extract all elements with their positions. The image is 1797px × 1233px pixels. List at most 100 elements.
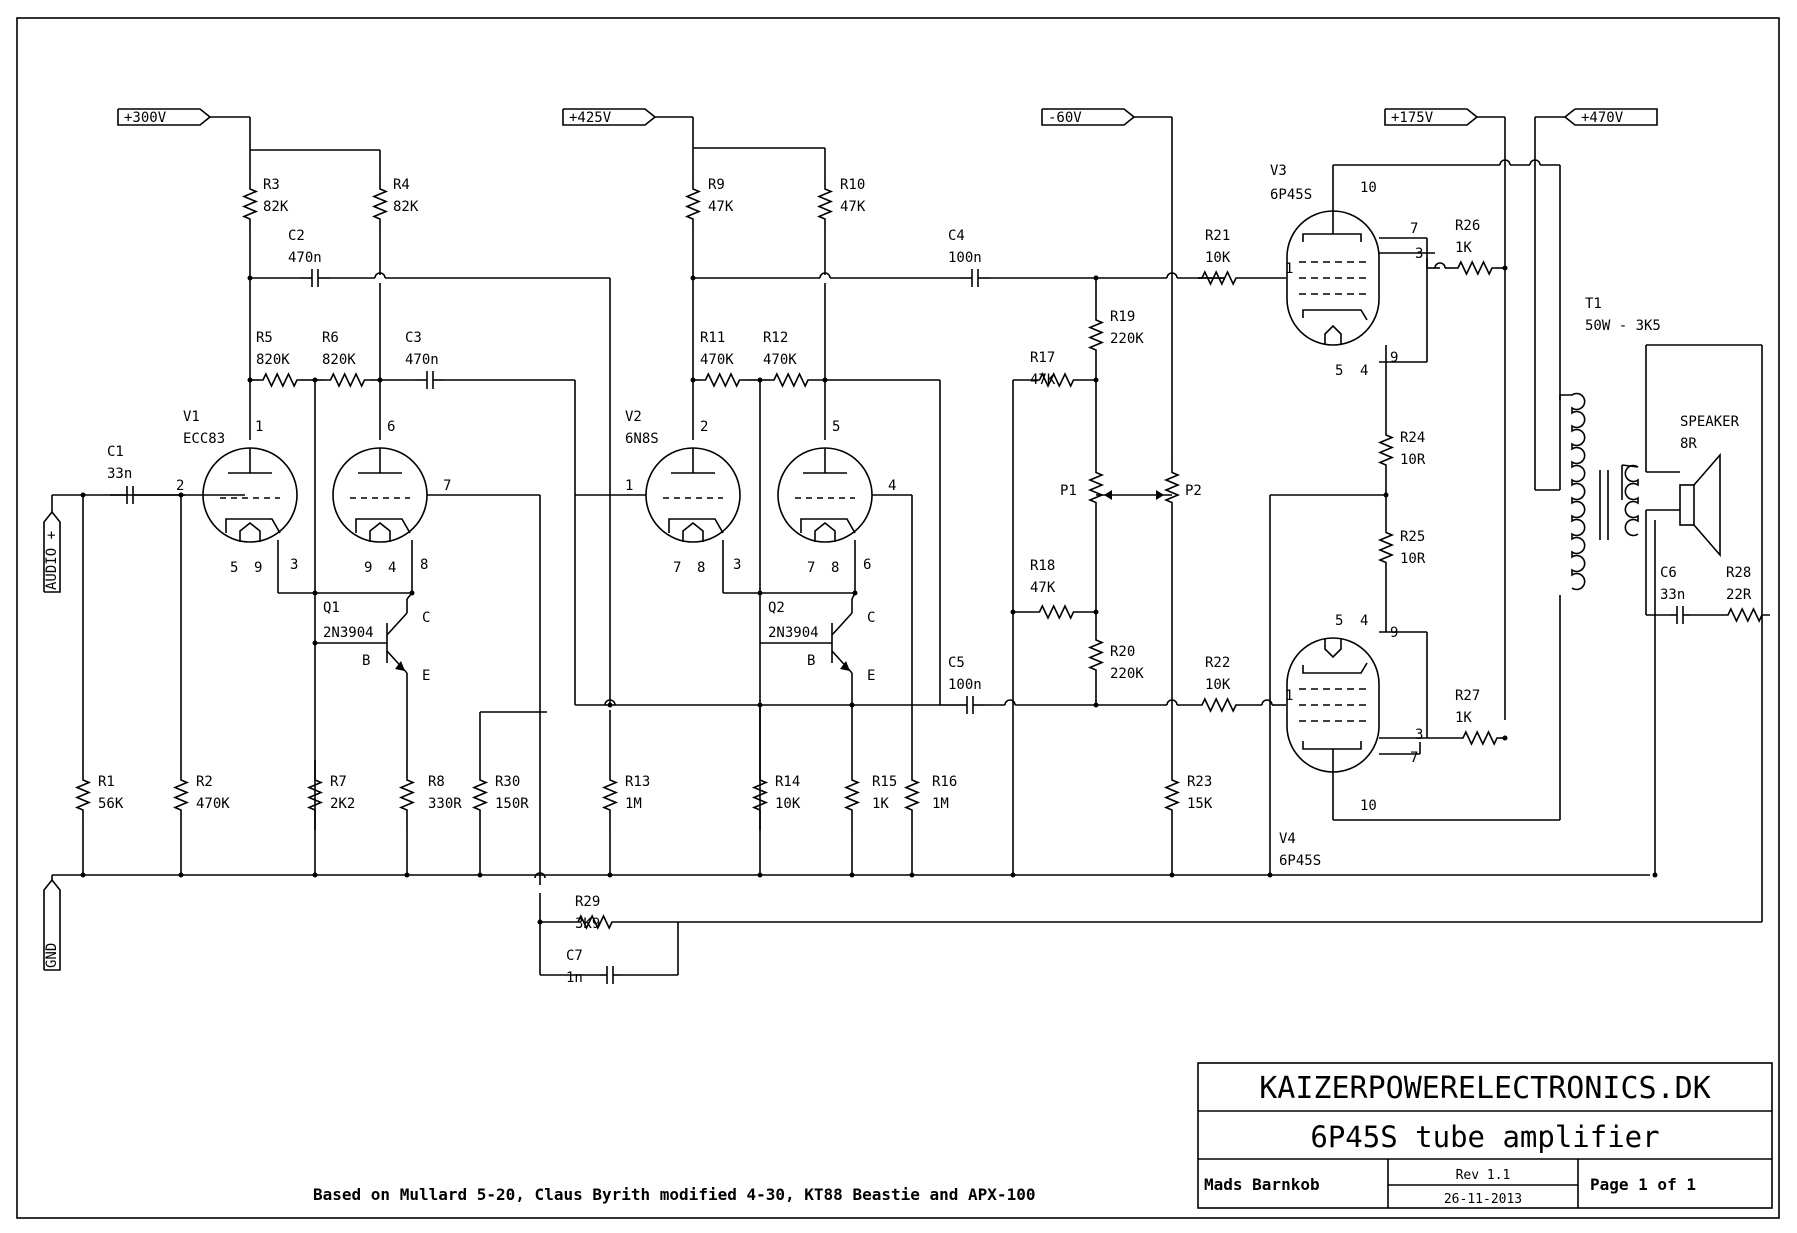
page-number: Page 1 of 1: [1590, 1175, 1696, 1194]
pin: 4: [1360, 363, 1368, 379]
tube-v4-ref: V4: [1279, 831, 1296, 847]
resistor-r8-value: 330R: [428, 796, 462, 812]
pin: C: [867, 610, 875, 626]
tube-v1-type: ECC83: [183, 431, 225, 447]
resistor-r29-value: 3K9: [575, 916, 600, 932]
capacitor-c4: [960, 269, 990, 287]
pin: 5: [1335, 613, 1343, 629]
resistor-r29-ref: R29: [575, 894, 600, 910]
resistor-r15-ref: R15: [872, 774, 897, 790]
capacitor-c6: [1670, 606, 1690, 624]
pin: 8: [831, 560, 839, 576]
project-title: 6P45S tube amplifier: [1310, 1120, 1659, 1154]
resistor-r27-ref: R27: [1455, 688, 1480, 704]
capacitor-c2-value: 470n: [288, 250, 322, 266]
resistor-r10-ref: R10: [840, 177, 865, 193]
credit-note: Based on Mullard 5-20, Claus Byrith modi…: [313, 1185, 1035, 1204]
resistor-r16: [903, 760, 921, 830]
resistor-r9-ref: R9: [708, 177, 725, 193]
resistor-r19: [1087, 310, 1105, 360]
tube-v3-ref: V3: [1270, 163, 1287, 179]
resistor-r4-ref: R4: [393, 177, 410, 193]
capacitor-c7-value: 1n: [566, 970, 583, 986]
pin: E: [867, 668, 875, 684]
pin: 7: [1410, 750, 1418, 766]
pin: 2: [176, 478, 184, 494]
resistor-r15: [843, 760, 861, 830]
capacitor-c6-ref: C6: [1660, 565, 1677, 581]
resistor-r26: [1455, 260, 1495, 276]
resistor-r19-ref: R19: [1110, 309, 1135, 325]
resistor-r16-value: 1M: [932, 796, 949, 812]
resistor-r3-ref: R3: [263, 177, 280, 193]
resistor-p1: [1087, 460, 1105, 515]
pin: 9: [1390, 350, 1398, 366]
resistor-r11-ref: R11: [700, 330, 725, 346]
rail-470v-text: +470V: [1581, 110, 1624, 126]
tube-v4: [1286, 637, 1380, 773]
speaker-ref: SPEAKER: [1680, 414, 1740, 430]
capacitor-c3-ref: C3: [405, 330, 422, 346]
title-block: KAIZERPOWERELECTRONICS.DK 6P45S tube amp…: [1197, 1062, 1773, 1209]
tube-v2b: [777, 447, 873, 543]
pin: 9: [254, 560, 262, 576]
company-name: KAIZERPOWERELECTRONICS.DK: [1259, 1071, 1711, 1106]
gnd-terminal: [43, 878, 61, 971]
pin: 1: [625, 478, 633, 494]
transformer-value: 50W - 3K5: [1585, 318, 1661, 334]
pin: E: [422, 668, 430, 684]
resistor-r23-ref: R23: [1187, 774, 1212, 790]
resistor-r9-value: 47K: [708, 199, 734, 215]
resistor-r22: [1198, 697, 1240, 713]
capacitor-c7: [600, 966, 620, 984]
resistor-r21: [1198, 270, 1240, 286]
pin: 3: [1415, 246, 1423, 262]
transformer-ref: T1: [1585, 296, 1602, 312]
resistor-r30: [471, 760, 489, 830]
pin: 5: [832, 419, 840, 435]
gnd-label: GND: [44, 943, 60, 968]
resistor-r5-ref: R5: [256, 330, 273, 346]
capacitor-c3: [415, 371, 445, 389]
resistor-r6: [325, 372, 370, 388]
resistor-r28-ref: R28: [1726, 565, 1751, 581]
resistor-r8-ref: R8: [428, 774, 445, 790]
tube-v2-type: 6N8S: [625, 431, 659, 447]
capacitor-c4-value: 100n: [948, 250, 982, 266]
resistor-r21-ref: R21: [1205, 228, 1230, 244]
resistor-r20-value: 220K: [1110, 666, 1144, 682]
resistor-r4-value: 82K: [393, 199, 419, 215]
capacitor-c6-value: 33n: [1660, 587, 1685, 603]
components: [74, 108, 1770, 984]
capacitor-c5-value: 100n: [948, 677, 982, 693]
pin: 5: [230, 560, 238, 576]
resistor-r17-value: 47K: [1030, 372, 1056, 388]
resistor-r1-ref: R1: [98, 774, 115, 790]
resistor-r28: [1720, 607, 1770, 623]
capacitor-c5-ref: C5: [948, 655, 965, 671]
pin: 7: [1410, 221, 1418, 237]
pin: 9: [364, 560, 372, 576]
revision: Rev 1.1: [1456, 1168, 1511, 1183]
pin: 10: [1360, 180, 1377, 196]
capacitor-c7-ref: C7: [566, 948, 583, 964]
rail-neg60v-text: -60V: [1048, 110, 1082, 126]
sheet-border: [16, 17, 1780, 1219]
capacitor-c1: [110, 486, 150, 504]
resistor-r13: [601, 760, 619, 830]
q2-type: 2N3904: [768, 625, 819, 641]
pin: 4: [388, 560, 396, 576]
resistor-r22-value: 10K: [1205, 677, 1231, 693]
pin: 2: [700, 419, 708, 435]
resistor-r25-value: 10R: [1400, 551, 1426, 567]
pin: B: [807, 653, 815, 669]
wiring: [43, 116, 1763, 976]
resistor-p2-ref: P2: [1185, 483, 1202, 499]
resistor-r7-value: 2K2: [330, 796, 355, 812]
resistor-r30-ref: R30: [495, 774, 520, 790]
resistor-r18: [1035, 604, 1078, 620]
resistor-r27: [1460, 730, 1500, 746]
rail-425v-text: +425V: [569, 110, 612, 126]
